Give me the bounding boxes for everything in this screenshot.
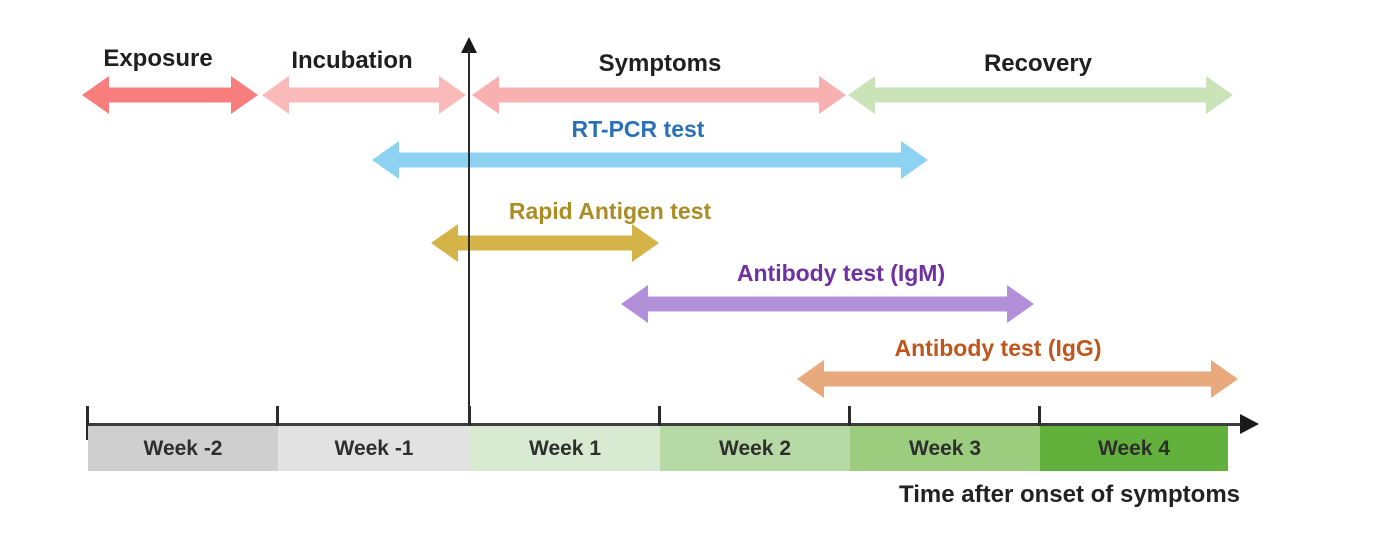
symptom-onset-axis <box>468 50 470 427</box>
axis-tick <box>86 406 89 440</box>
arrowhead-right-icon <box>1206 76 1233 114</box>
arrowhead-right-icon <box>632 224 659 262</box>
igm-arrow <box>621 285 1034 323</box>
arrow-shaft <box>286 87 442 103</box>
arrowhead-right-icon <box>901 141 928 179</box>
time-axis-caption: Time after onset of symptoms <box>899 481 1240 508</box>
time-axis-arrowhead-icon <box>1240 414 1259 434</box>
arrowhead-left-icon <box>797 360 824 398</box>
test-label-igm: Antibody test (IgM) <box>736 260 946 286</box>
week-band-minus1: Week -1 <box>278 426 470 471</box>
phase-label-recovery: Recovery <box>983 50 1093 77</box>
phase-label-exposure: Exposure <box>103 45 213 72</box>
test-label-antigen: Rapid Antigen test <box>508 198 712 224</box>
arrowhead-right-icon <box>1007 285 1034 323</box>
symptoms-arrow <box>472 76 846 114</box>
test-label-igg: Antibody test (IgG) <box>894 335 1102 361</box>
vertical-axis-arrowhead-icon <box>461 37 477 53</box>
arrowhead-left-icon <box>848 76 875 114</box>
week-band-1: Week 1 <box>470 426 660 471</box>
week-band-4: Week 4 <box>1040 426 1228 471</box>
igg-arrow <box>797 360 1238 398</box>
arrowhead-right-icon <box>819 76 846 114</box>
incubation-arrow <box>262 76 466 114</box>
arrowhead-left-icon <box>621 285 648 323</box>
arrowhead-left-icon <box>262 76 289 114</box>
rtpcr-arrow <box>372 141 928 179</box>
arrowhead-left-icon <box>431 224 458 262</box>
arrow-shaft <box>645 296 1010 312</box>
week-band-3: Week 3 <box>850 426 1040 471</box>
test-label-rtpcr: RT-PCR test <box>571 116 705 142</box>
week-band-2: Week 2 <box>660 426 850 471</box>
axis-tick <box>276 406 279 440</box>
exposure-arrow <box>82 76 258 114</box>
axis-tick <box>1038 406 1041 440</box>
arrow-shaft <box>106 87 234 103</box>
arrowhead-left-icon <box>472 76 499 114</box>
arrowhead-left-icon <box>372 141 399 179</box>
arrow-shaft <box>496 87 822 103</box>
arrowhead-right-icon <box>439 76 466 114</box>
arrow-shaft <box>396 152 904 168</box>
phase-label-incubation: Incubation <box>291 47 413 74</box>
recovery-arrow <box>848 76 1233 114</box>
arrowhead-right-icon <box>1211 360 1238 398</box>
time-axis-line <box>86 423 1242 426</box>
arrowhead-left-icon <box>82 76 109 114</box>
axis-tick <box>468 406 471 440</box>
antigen-arrow <box>431 224 659 262</box>
arrow-shaft <box>872 87 1209 103</box>
arrowhead-right-icon <box>231 76 258 114</box>
week-band-minus2: Week -2 <box>88 426 278 471</box>
arrow-shaft <box>821 371 1214 387</box>
axis-tick <box>658 406 661 440</box>
phase-label-symptoms: Symptoms <box>598 50 722 77</box>
arrow-shaft <box>455 235 635 251</box>
axis-tick <box>848 406 851 440</box>
